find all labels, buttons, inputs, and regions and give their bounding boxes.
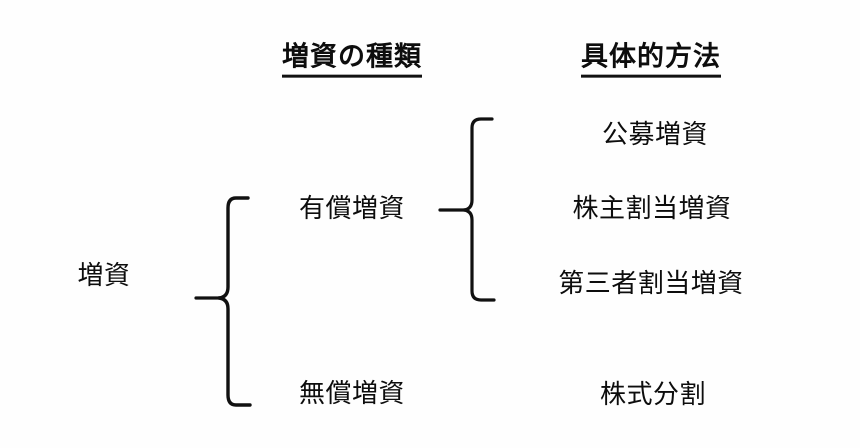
node-third-party-allotment: 第三者割当増資: [558, 269, 744, 300]
column-header-methods: 具体的方法: [581, 42, 721, 78]
node-paid-capital-increase: 有償増資: [298, 194, 406, 225]
node-free-capital-increase: 無償増資: [298, 379, 406, 410]
node-public-offering: 公募増資: [601, 120, 709, 151]
node-stock-split: 株式分割: [599, 380, 707, 411]
node-root-capital-increase: 増資: [77, 261, 131, 292]
main-brace: [217, 196, 252, 407]
node-shareholder-allotment: 株主割当増資: [572, 194, 732, 225]
paid-methods-brace: [462, 117, 496, 302]
column-header-types: 増資の種類: [282, 42, 422, 78]
